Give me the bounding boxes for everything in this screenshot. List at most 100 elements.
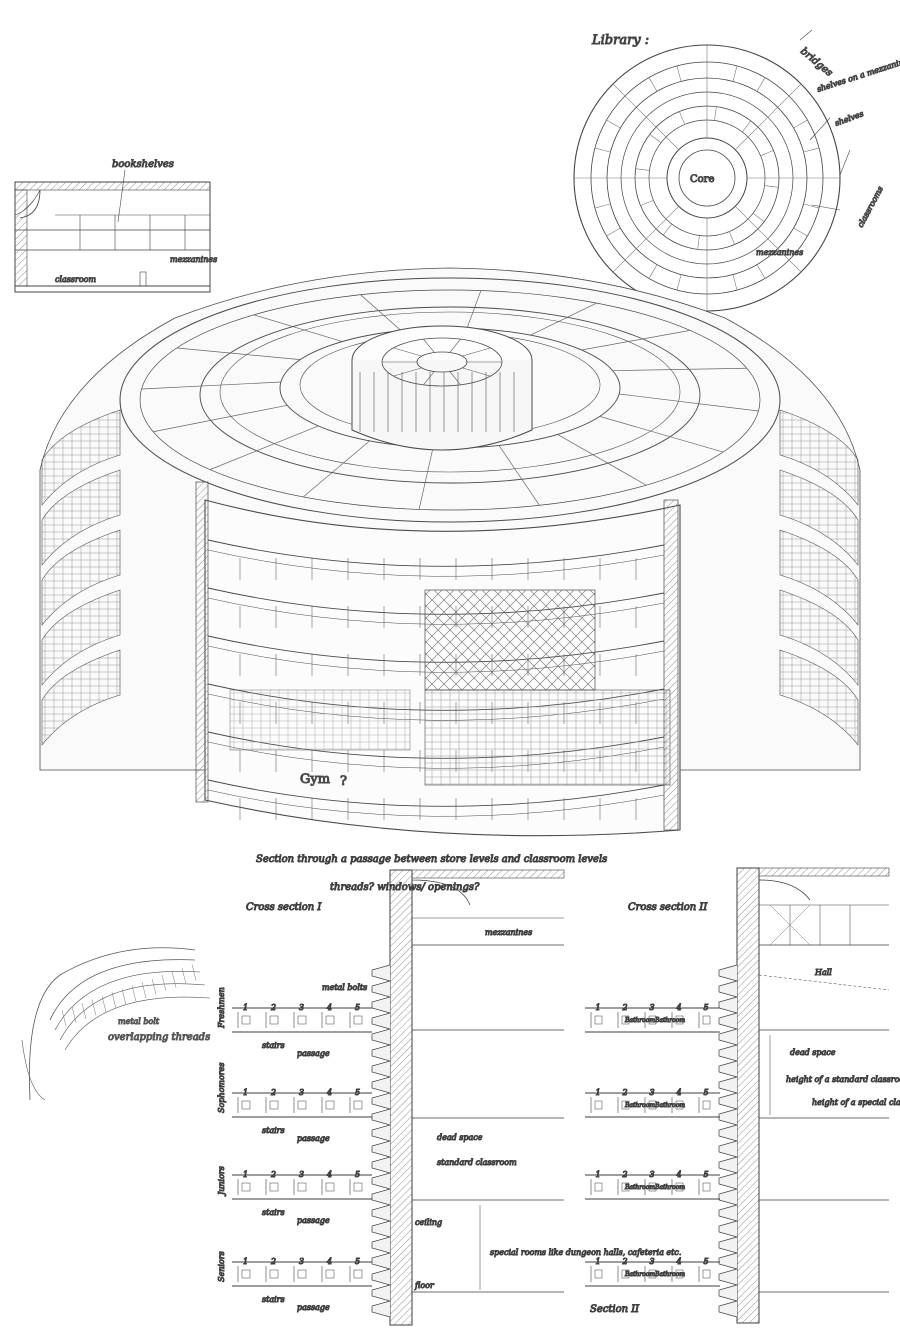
- label-gym: Gym: [300, 772, 330, 787]
- library-partition: [735, 83, 802, 150]
- room-number: 2: [622, 1088, 628, 1097]
- wall-tooth: [371, 1060, 391, 1078]
- wall-tooth: [371, 1156, 391, 1174]
- label-dead-space: dead space: [437, 1133, 483, 1142]
- room-box: [594, 1100, 603, 1110]
- room-number: 2: [270, 1170, 276, 1179]
- room-number: 2: [622, 1257, 628, 1266]
- wall-tooth: [718, 1204, 738, 1222]
- library-partition: [606, 227, 621, 237]
- ring-level-left: [41, 409, 121, 506]
- room-label: Bathroom: [654, 1184, 685, 1191]
- library-partition: [612, 83, 679, 150]
- library-partition: [732, 65, 738, 82]
- thread-tick: [81, 1002, 87, 1020]
- room-number: 1: [596, 1170, 601, 1179]
- label-dead-space-2: dead space: [790, 1048, 836, 1057]
- room-label: Bathroom: [624, 1184, 655, 1191]
- wall-tooth: [371, 1012, 391, 1030]
- room-box: [353, 1015, 363, 1025]
- gear-spoke: [462, 347, 491, 357]
- label-metal-bolt: metal bolt: [118, 1017, 160, 1026]
- level-name: Juniors: [217, 1166, 226, 1197]
- library-partition: [648, 77, 658, 92]
- bridge: [466, 290, 482, 329]
- room-box: [675, 1100, 684, 1110]
- threaded-wall-teeth-2: [718, 964, 738, 1318]
- room-number: 1: [596, 1088, 601, 1097]
- thread-tick: [191, 964, 197, 981]
- passage-label: passage: [297, 1216, 330, 1225]
- room-number: 5: [704, 1003, 709, 1012]
- section-1-title: Cross section I: [246, 902, 322, 913]
- room-box: [621, 1269, 630, 1279]
- bridge-spokes: [141, 290, 759, 510]
- thread-tick: [161, 974, 167, 992]
- wall-tooth: [371, 980, 391, 998]
- library-partition: [649, 133, 662, 143]
- bridge: [209, 425, 319, 470]
- classroom-detail-section: bookshelves classroom mezzanines: [14, 159, 218, 293]
- library-partition: [756, 77, 766, 92]
- room-box: [702, 1100, 711, 1110]
- level-name: Seniors: [217, 1251, 226, 1282]
- outer-ring-levels: [41, 409, 859, 746]
- library-partition: [760, 150, 774, 157]
- library-partition: [594, 147, 611, 153]
- ring-level-right: [779, 409, 859, 506]
- room-box: [269, 1015, 279, 1025]
- room-number: 2: [270, 1088, 276, 1097]
- room-box: [594, 1269, 603, 1279]
- thread-tick: [101, 995, 107, 1013]
- label-special-rooms: special rooms like dungeon halls, cafete…: [490, 1248, 681, 1257]
- wall-tooth: [371, 1076, 391, 1094]
- ring-level-right: [779, 589, 859, 686]
- room-number: 1: [596, 1003, 601, 1012]
- passage-label: passage: [297, 1049, 330, 1058]
- room-number: 5: [704, 1170, 709, 1179]
- room-box: [648, 1100, 657, 1110]
- room-box: [297, 1100, 307, 1110]
- room-number: 1: [243, 1257, 248, 1266]
- library-partition: [606, 119, 621, 129]
- room-box: [297, 1269, 307, 1279]
- room-number: 5: [355, 1257, 360, 1266]
- label-floor: floor: [414, 1281, 435, 1290]
- room-box: [269, 1100, 279, 1110]
- label-height-standard: height of a standard classroom: [786, 1075, 900, 1084]
- library-plan: Library : Core bridges shelves on a mezz…: [573, 29, 900, 312]
- room-number: 1: [243, 1170, 248, 1179]
- library-partition: [635, 168, 650, 171]
- thread-tick: [151, 978, 157, 995]
- wall-tooth: [718, 1092, 738, 1110]
- library-partition: [648, 264, 658, 279]
- room-box: [325, 1100, 335, 1110]
- wall-tooth: [718, 1284, 738, 1302]
- room-box: [241, 1182, 251, 1192]
- gear-spoke: [393, 347, 422, 357]
- wall-tooth: [371, 1028, 391, 1046]
- room-box: [648, 1182, 657, 1192]
- room-number: 3: [299, 1088, 304, 1097]
- room-label: Bathroom: [624, 1271, 655, 1278]
- room-label: Bathroom: [654, 1102, 685, 1109]
- wall-tooth: [718, 1108, 738, 1126]
- wall-tooth: [718, 1124, 738, 1142]
- room-box: [702, 1269, 711, 1279]
- library-partition: [803, 147, 820, 153]
- library-radial-partitions: [574, 45, 840, 311]
- library-partition: [756, 264, 766, 279]
- section-2-footer: Section II: [590, 1304, 640, 1315]
- core-mechanism: [359, 338, 515, 432]
- room-number: 3: [650, 1257, 655, 1266]
- wall-tooth: [718, 1188, 738, 1206]
- thread-tick: [111, 992, 117, 1009]
- room-number: 2: [270, 1003, 276, 1012]
- thread-tick: [91, 999, 97, 1016]
- label-mezzanines-s1: mezzanines: [485, 928, 532, 937]
- ring-level-right: [779, 469, 859, 566]
- room-number: 5: [355, 1170, 360, 1179]
- room-number: 2: [270, 1257, 276, 1266]
- thread-tick: [141, 981, 147, 999]
